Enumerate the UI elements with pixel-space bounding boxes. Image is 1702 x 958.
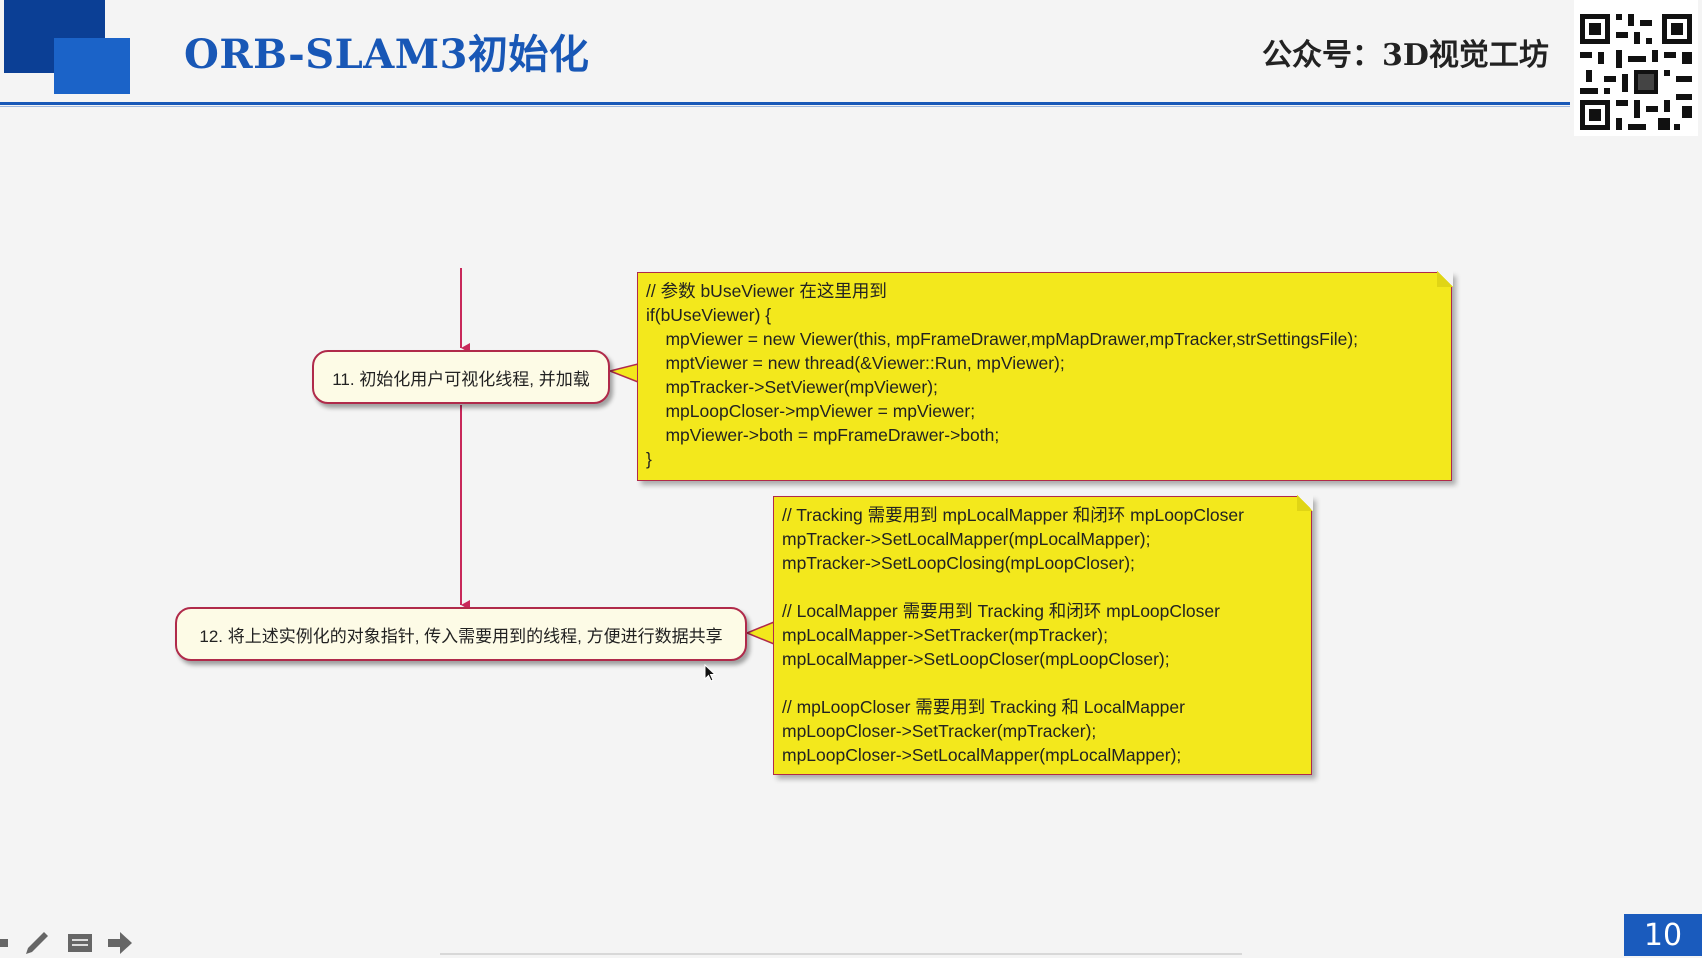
note1-line: if(bUseViewer) { [646, 305, 772, 325]
code-note-thread-pointers: // Tracking 需要用到 mpLocalMapper 和闭环 mpLoo… [773, 495, 1313, 775]
note2-line: mpTracker->SetLoopClosing(mpLoopCloser); [782, 553, 1135, 573]
note-fold-corner [1297, 495, 1313, 511]
header-divider [0, 102, 1570, 105]
note1-connector [607, 363, 639, 384]
note1-line: mpViewer = new Viewer(this, mpFrameDrawe… [646, 329, 1359, 349]
page-number-badge: 10 [1624, 914, 1702, 956]
header-divider-thin [0, 106, 1570, 107]
note1-line: mpTracker->SetViewer(mpViewer); [646, 377, 938, 397]
note2-line: mpLocalMapper->SetLoopCloser(mpLoopClose… [782, 649, 1170, 669]
mouse-pointer-icon [704, 664, 717, 682]
next-slide-icon[interactable] [106, 930, 136, 956]
code-note-viewer: // 参数 bUseViewer 在这里用到 if(bUseViewer) { … [637, 271, 1453, 481]
progress-line [440, 953, 1242, 955]
pen-icon[interactable] [22, 928, 52, 958]
note1-line: mptViewer = new thread(&Viewer::Run, mpV… [646, 353, 1065, 373]
slide-title: ORB-SLAM3初始化 [184, 31, 590, 78]
note2-line: // Tracking 需要用到 mpLocalMapper 和闭环 mpLoo… [782, 505, 1244, 525]
note2-line: mpLoopCloser->SetLocalMapper(mpLocalMapp… [782, 745, 1182, 765]
note1-line: } [646, 449, 652, 469]
logo-light-block [54, 38, 130, 94]
note1-line: mpViewer->both = mpFrameDrawer->both; [646, 425, 1000, 445]
qr-code-image [1574, 0, 1698, 136]
note2-line: mpTracker->SetLocalMapper(mpLocalMapper)… [782, 529, 1151, 549]
note-fold-corner [1437, 271, 1453, 287]
note2-connector [745, 620, 775, 646]
note2-line: mpLocalMapper->SetTracker(mpTracker); [782, 625, 1108, 645]
step-11-box: 11. 初始化用户可视化线程, 并加载 [312, 350, 610, 404]
note2-line [782, 671, 1303, 695]
previous-slide-icon[interactable] [0, 936, 10, 950]
slides-menu-icon[interactable] [66, 932, 94, 956]
note1-line: // 参数 bUseViewer 在这里用到 [646, 281, 887, 301]
note2-line: // LocalMapper 需要用到 Tracking 和闭环 mpLoopC… [782, 601, 1220, 621]
note2-line: mpLoopCloser->SetTracker(mpTracker); [782, 721, 1097, 741]
public-account-label: 公众号：3D视觉工坊 [1262, 38, 1549, 73]
presentation-toolbar [0, 928, 150, 958]
step-12-box: 12. 将上述实例化的对象指针, 传入需要用到的线程, 方便进行数据共享 [175, 607, 747, 661]
note2-line [782, 575, 1303, 599]
note1-line: mpLoopCloser->mpViewer = mpViewer; [646, 401, 976, 421]
note2-line: // mpLoopCloser 需要用到 Tracking 和 LocalMap… [782, 697, 1185, 717]
